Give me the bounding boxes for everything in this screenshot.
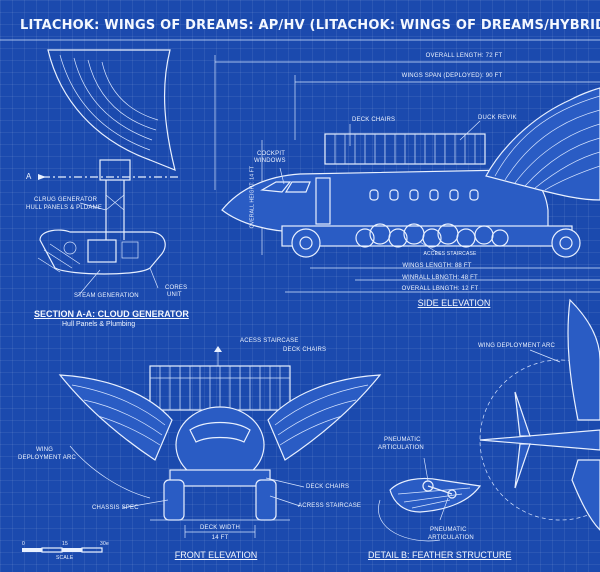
articulation-bottom-label: ARTICULATION: [428, 535, 474, 541]
duck-revik-label: DUCK REVIK: [478, 115, 517, 121]
section-a-title: SECTION A-A: CLOUD GENERATOR: [34, 309, 189, 319]
overall-length-label: OVERALL LENGTH: 72 FT: [425, 53, 503, 59]
hull-panels-label: HULL PANELS & PLDAME: [26, 205, 103, 211]
front-windshield: [189, 421, 251, 443]
access-staircase-label: ACCESS STAIRCASE: [423, 251, 477, 257]
front-deck-chairs-bottom-label: DECK CHAIRS: [306, 484, 350, 490]
wing-deployment-arc-label: WING DEPLOYMENT ARC: [478, 343, 556, 349]
articulation-top-label: ARTICULATION: [378, 445, 424, 451]
wing-fragment: [47, 49, 176, 171]
detail-b-title: DETAIL B: FEATHER STRUCTURE: [368, 550, 512, 560]
chassis: [281, 225, 573, 247]
detail-b-feather-drawing: [378, 457, 482, 542]
wings-length-label: WINGS LENGTH: 88 FT: [402, 263, 472, 269]
wings-span-label: WINGS SPAN (DEPLOYED): 90 FT: [401, 73, 503, 79]
width-value-label: 14 FT: [211, 535, 229, 541]
top-wing-upper: [567, 298, 600, 421]
scale-label: SCALE: [56, 555, 74, 561]
unit-label: UNIT: [167, 292, 182, 298]
side-elevation-drawing: [214, 55, 600, 293]
side-elevation-title: SIDE ELEVATION: [417, 298, 491, 308]
top-view-drawing: [479, 298, 600, 531]
overall-height-label: OVERALL HEIGHT: 14 FT: [249, 165, 256, 229]
front-deck-chairs-label: DECK CHAIRS: [283, 347, 327, 353]
winrall-length-label: WINRALL LBNGTH: 48 FT: [402, 275, 478, 281]
cores-label: CORES: [165, 285, 188, 291]
pneumatic-bottom-label: PNEUMATIC: [430, 527, 467, 533]
pneumatic-top-label: PNEUMATIC: [384, 437, 421, 443]
scale-tick-0: 0: [22, 541, 25, 547]
steam-generation-label: STEAM GENERATION: [74, 293, 139, 299]
scale-tick-15: 15: [62, 541, 68, 547]
front-left-wing: [58, 374, 173, 461]
scale-tick-30: 30e: [100, 541, 109, 547]
front-elevation-drawing: [58, 346, 382, 538]
feather-structure: [389, 477, 482, 513]
sheet-title: LITACHOK: WINGS OF DREAMS: AP/HV (LITACH…: [20, 18, 600, 33]
cloud-exhaust: [355, 223, 509, 248]
front-wheel: [291, 228, 321, 258]
front-access-staircase-label: ACESS STAIRCASE: [240, 338, 299, 344]
cloud-generator-label: CLRUG GENERATOR: [34, 197, 98, 203]
front-elevation-title: FRONT ELEVATION: [174, 550, 258, 560]
front-right-wheel: [255, 479, 277, 521]
rear-wheel: [551, 228, 581, 258]
front-right-wing: [267, 374, 382, 461]
deck-width-label: DECK WIDTH: [200, 525, 240, 531]
section-a-cloud-generator-drawing: [37, 49, 180, 297]
deck-chairs-label: DECK CHAIRS: [352, 117, 396, 123]
cockpit-window: [260, 181, 292, 193]
scale-bar: [22, 547, 103, 553]
top-fuselage: [479, 429, 600, 451]
cockpit-label: COCKPIT: [257, 151, 286, 157]
front-access-staircase-bottom-label: ACRESS STAIRCASE: [298, 503, 362, 509]
side-wing: [485, 87, 600, 201]
steam-tank: [39, 229, 166, 275]
side-door: [315, 177, 331, 225]
overall-lbength-label: OVERALL LBNGTH: 12 FT: [401, 286, 479, 292]
deployment-arc-label: DEPLOYMENT ARC: [18, 455, 77, 461]
top-wing-lower: [571, 459, 600, 531]
section-a-subtitle: Hull Panels & Plumbing: [62, 321, 136, 328]
wing-label: WING: [36, 447, 54, 453]
chassis-spec-label: CHASSIS SPEC: [92, 505, 139, 511]
section-marker: A: [26, 172, 32, 181]
windows-label: WINDOWS: [254, 158, 286, 164]
